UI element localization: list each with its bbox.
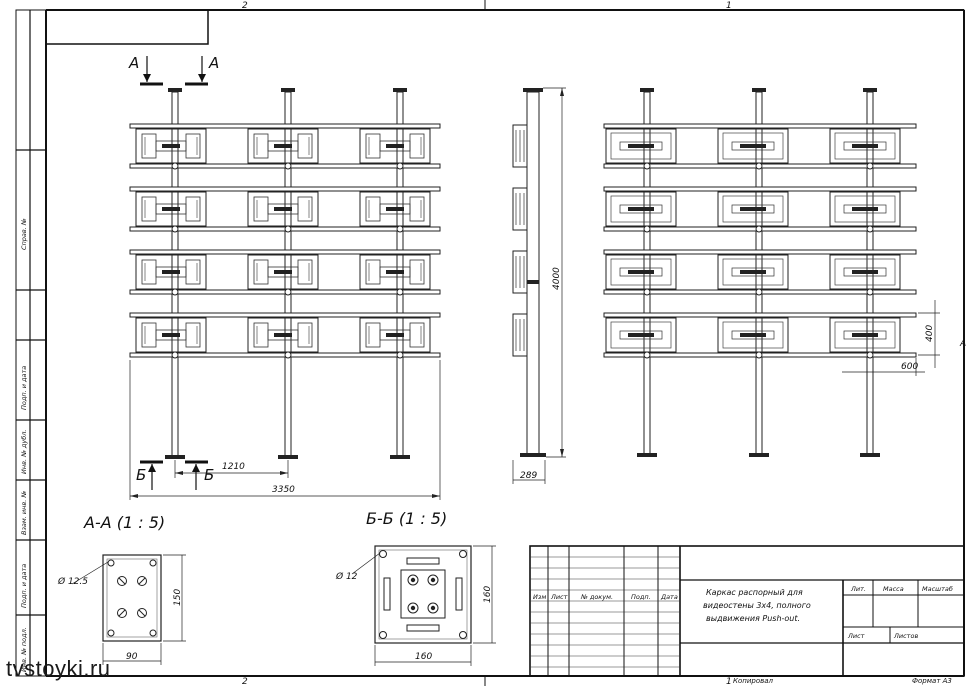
section-mark-a-left: А (128, 54, 139, 72)
margin-inv-dubl: Инв. № дубл. (20, 430, 28, 474)
margin-sprav-no: Справ. № (20, 218, 28, 250)
section-a-height: 150 (173, 589, 183, 606)
tb-listov: Листов (893, 632, 918, 640)
zone-label-bottom-1: 1 (726, 677, 732, 686)
tb-lit: Лит. (850, 585, 866, 593)
section-b-title: Б-Б (1 : 5) (366, 509, 447, 528)
section-mark-b-right: Б (204, 466, 214, 484)
section-b-width: 160 (415, 652, 432, 662)
footer-kopiroval: Копировал (733, 677, 774, 685)
section-a-a: А-А (1 : 5) Ø 12.5 150 90 (57, 513, 186, 665)
tb-header-data: Дата (660, 593, 678, 601)
zone-label-bottom-2: 2 (242, 677, 248, 686)
tb-header-podp: Подп. (631, 593, 651, 601)
section-mark-b-left: Б (136, 466, 146, 484)
front-view: А А (128, 54, 441, 500)
tb-header-izm: Изм (533, 593, 546, 601)
margin-podp-data-1: Подп. и дата (20, 366, 28, 410)
zone-label-right-a: A (959, 339, 966, 349)
dim-height: 4000 (552, 267, 562, 290)
dim-depth: 289 (520, 471, 537, 481)
section-a-hole: Ø 12.5 (57, 576, 88, 587)
tb-description-line-1: Каркас распорный для (706, 588, 803, 597)
margin-inv-podl: Инв. № подл. (20, 627, 28, 672)
rear-view: 400 600 (603, 88, 940, 457)
tb-description-line-2: видеостены 3х4, полного (703, 601, 811, 610)
tb-description-line-3: выдвижения Push-out. (706, 614, 800, 623)
side-view: 4000 289 (512, 87, 566, 484)
tb-header-list: Лист (550, 593, 568, 601)
tb-header-dokum: № докум. (580, 593, 613, 601)
dim-pitch: 1210 (222, 462, 245, 472)
zone-label-top-1: 1 (726, 1, 732, 11)
dim-width-total: 3350 (272, 485, 295, 495)
footer-format: Формат А3 (912, 677, 952, 685)
section-b-hole: Ø 12 (335, 571, 358, 582)
title-block: Изм Лист № докум. Подп. Дата Каркас расп… (529, 545, 965, 677)
tb-list: Лист (847, 632, 865, 640)
margin-podp-data-2: Подп. и дата (20, 564, 28, 608)
section-b-b: Б-Б (1 : 5) Ø 12 160 160 (335, 509, 496, 666)
watermark: tvstoyki.ru (6, 656, 111, 681)
tb-masshtab: Масштаб (922, 585, 953, 593)
section-b-height: 160 (483, 586, 493, 603)
dim-col-width: 600 (901, 362, 918, 372)
tb-massa: Масса (883, 585, 904, 593)
zone-label-top-2: 2 (242, 1, 248, 11)
margin-vzam-inv: Взам. инв. № (20, 491, 28, 535)
section-mark-a-right: А (208, 54, 219, 72)
section-a-title: А-А (1 : 5) (83, 513, 165, 532)
dim-row-height: 400 (925, 325, 935, 342)
section-a-width: 90 (126, 652, 138, 662)
